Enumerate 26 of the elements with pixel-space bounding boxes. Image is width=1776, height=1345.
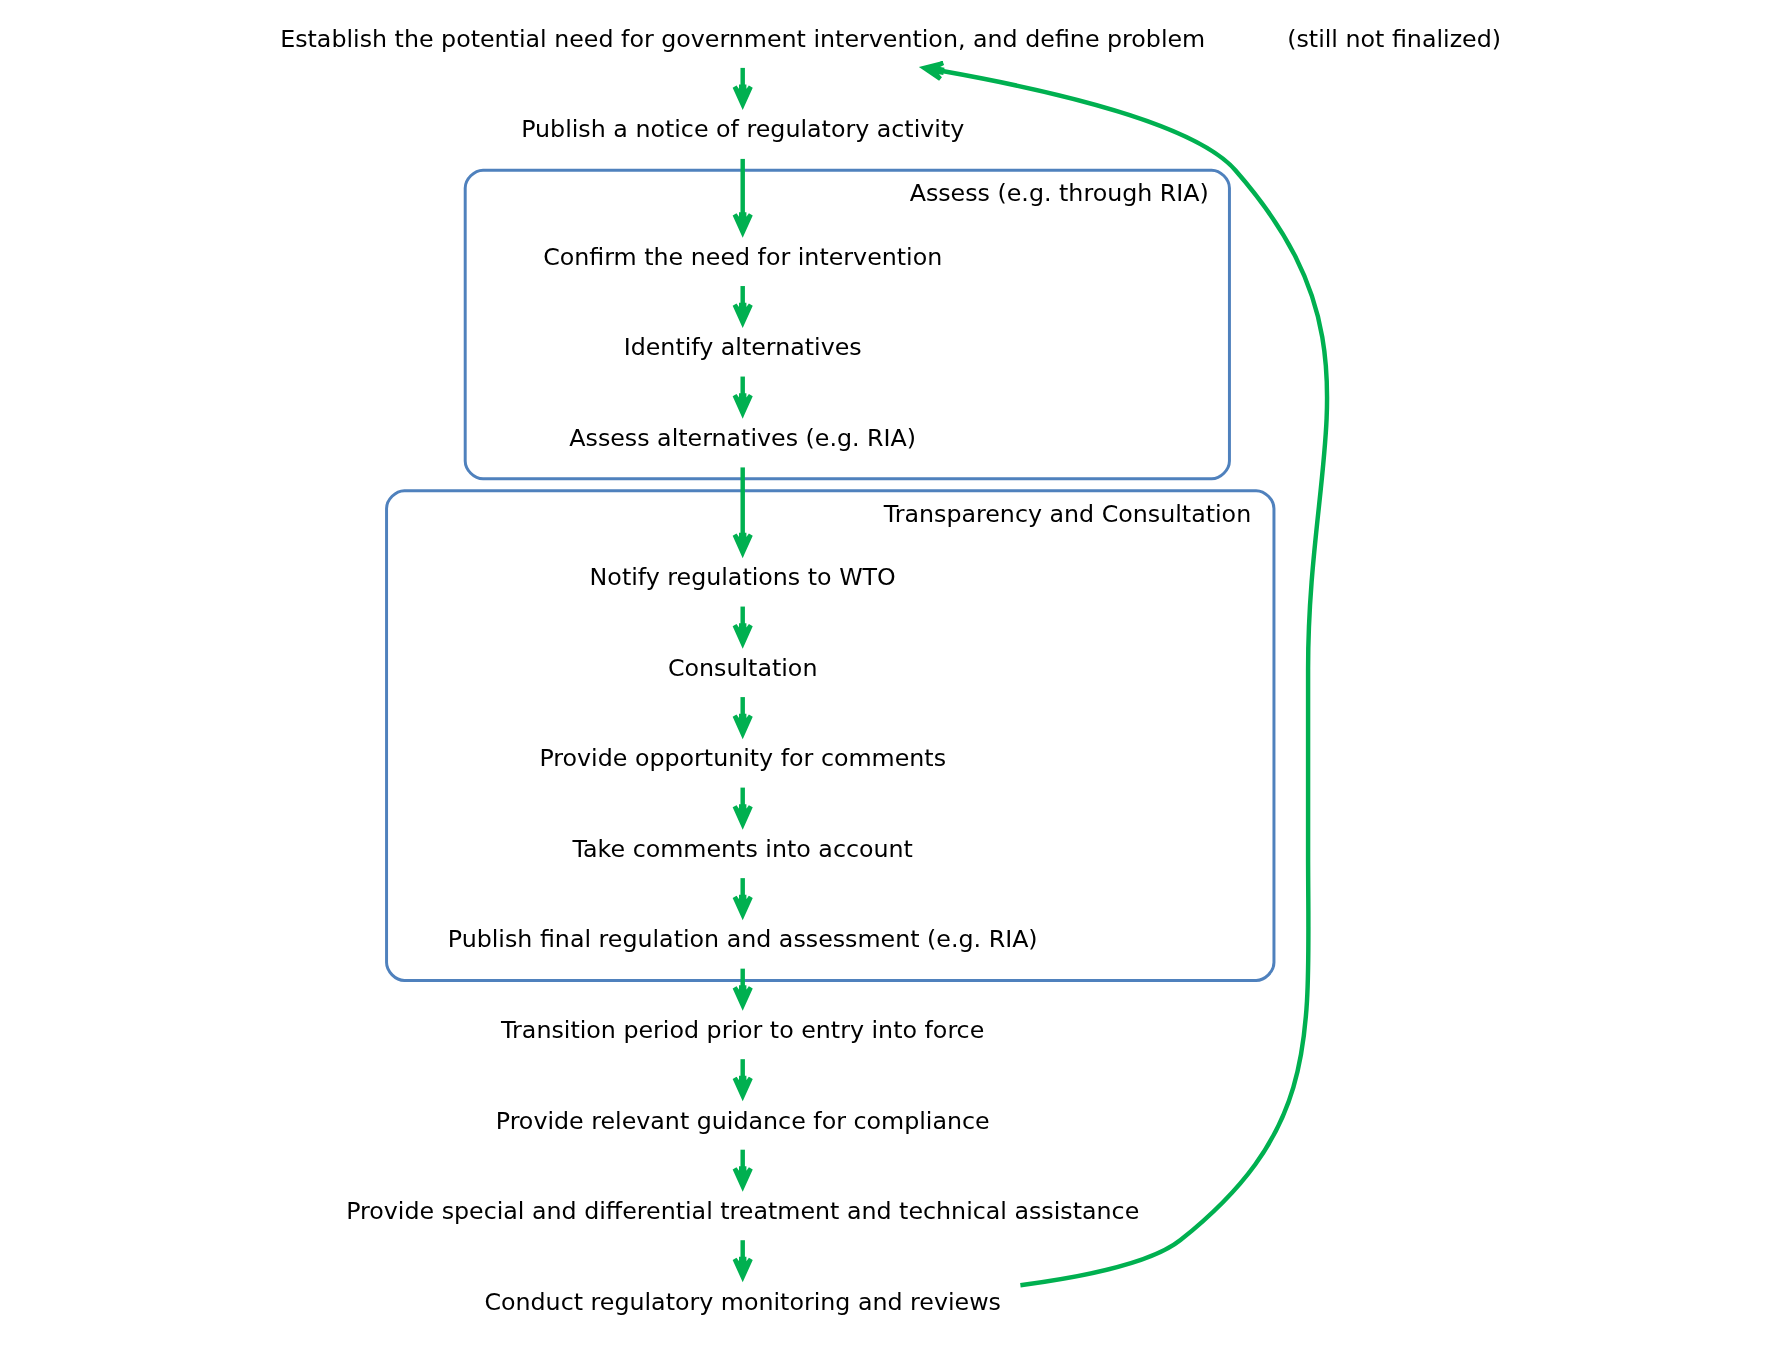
node-text: Transition period prior to entry into force xyxy=(500,1016,984,1044)
node-text: Establish the potential need for government intervention, and define problem xyxy=(279,24,1205,53)
arrow xyxy=(731,1059,753,1099)
node-text: Conduct regulatory monitoring and reviews xyxy=(483,1287,1001,1316)
node-text: Assess alternatives (e.g. RIA) xyxy=(568,423,916,452)
arrow xyxy=(731,376,753,416)
node-text: Take comments into account xyxy=(572,834,913,863)
node-text: Provide relevant guidance for compliance xyxy=(495,1106,990,1135)
arrow xyxy=(731,67,753,107)
arrow xyxy=(731,968,753,1008)
arrow xyxy=(731,606,753,646)
node-text: Identify alternatives xyxy=(623,333,862,362)
arrow xyxy=(731,286,753,325)
node-text: Publish a notice of regulatory activity xyxy=(520,115,964,144)
node-text: Provide special and differential treatment and technical assistance xyxy=(345,1197,1139,1226)
label: (still not finalized) xyxy=(1286,24,1501,53)
node-text: Publish final regulation and assessment (e.g. RIA) xyxy=(447,925,1038,954)
node-text: Provide opportunity for comments xyxy=(538,744,946,773)
arrow xyxy=(731,158,753,235)
arrow xyxy=(731,787,753,827)
arrow xyxy=(921,60,1329,1288)
arrow xyxy=(731,1240,753,1280)
arrow xyxy=(731,1149,753,1189)
node-text: Confirm the need for intervention xyxy=(542,242,942,271)
node-text: Consultation xyxy=(667,653,817,682)
node-text: Notify regulations to WTO xyxy=(589,563,896,592)
